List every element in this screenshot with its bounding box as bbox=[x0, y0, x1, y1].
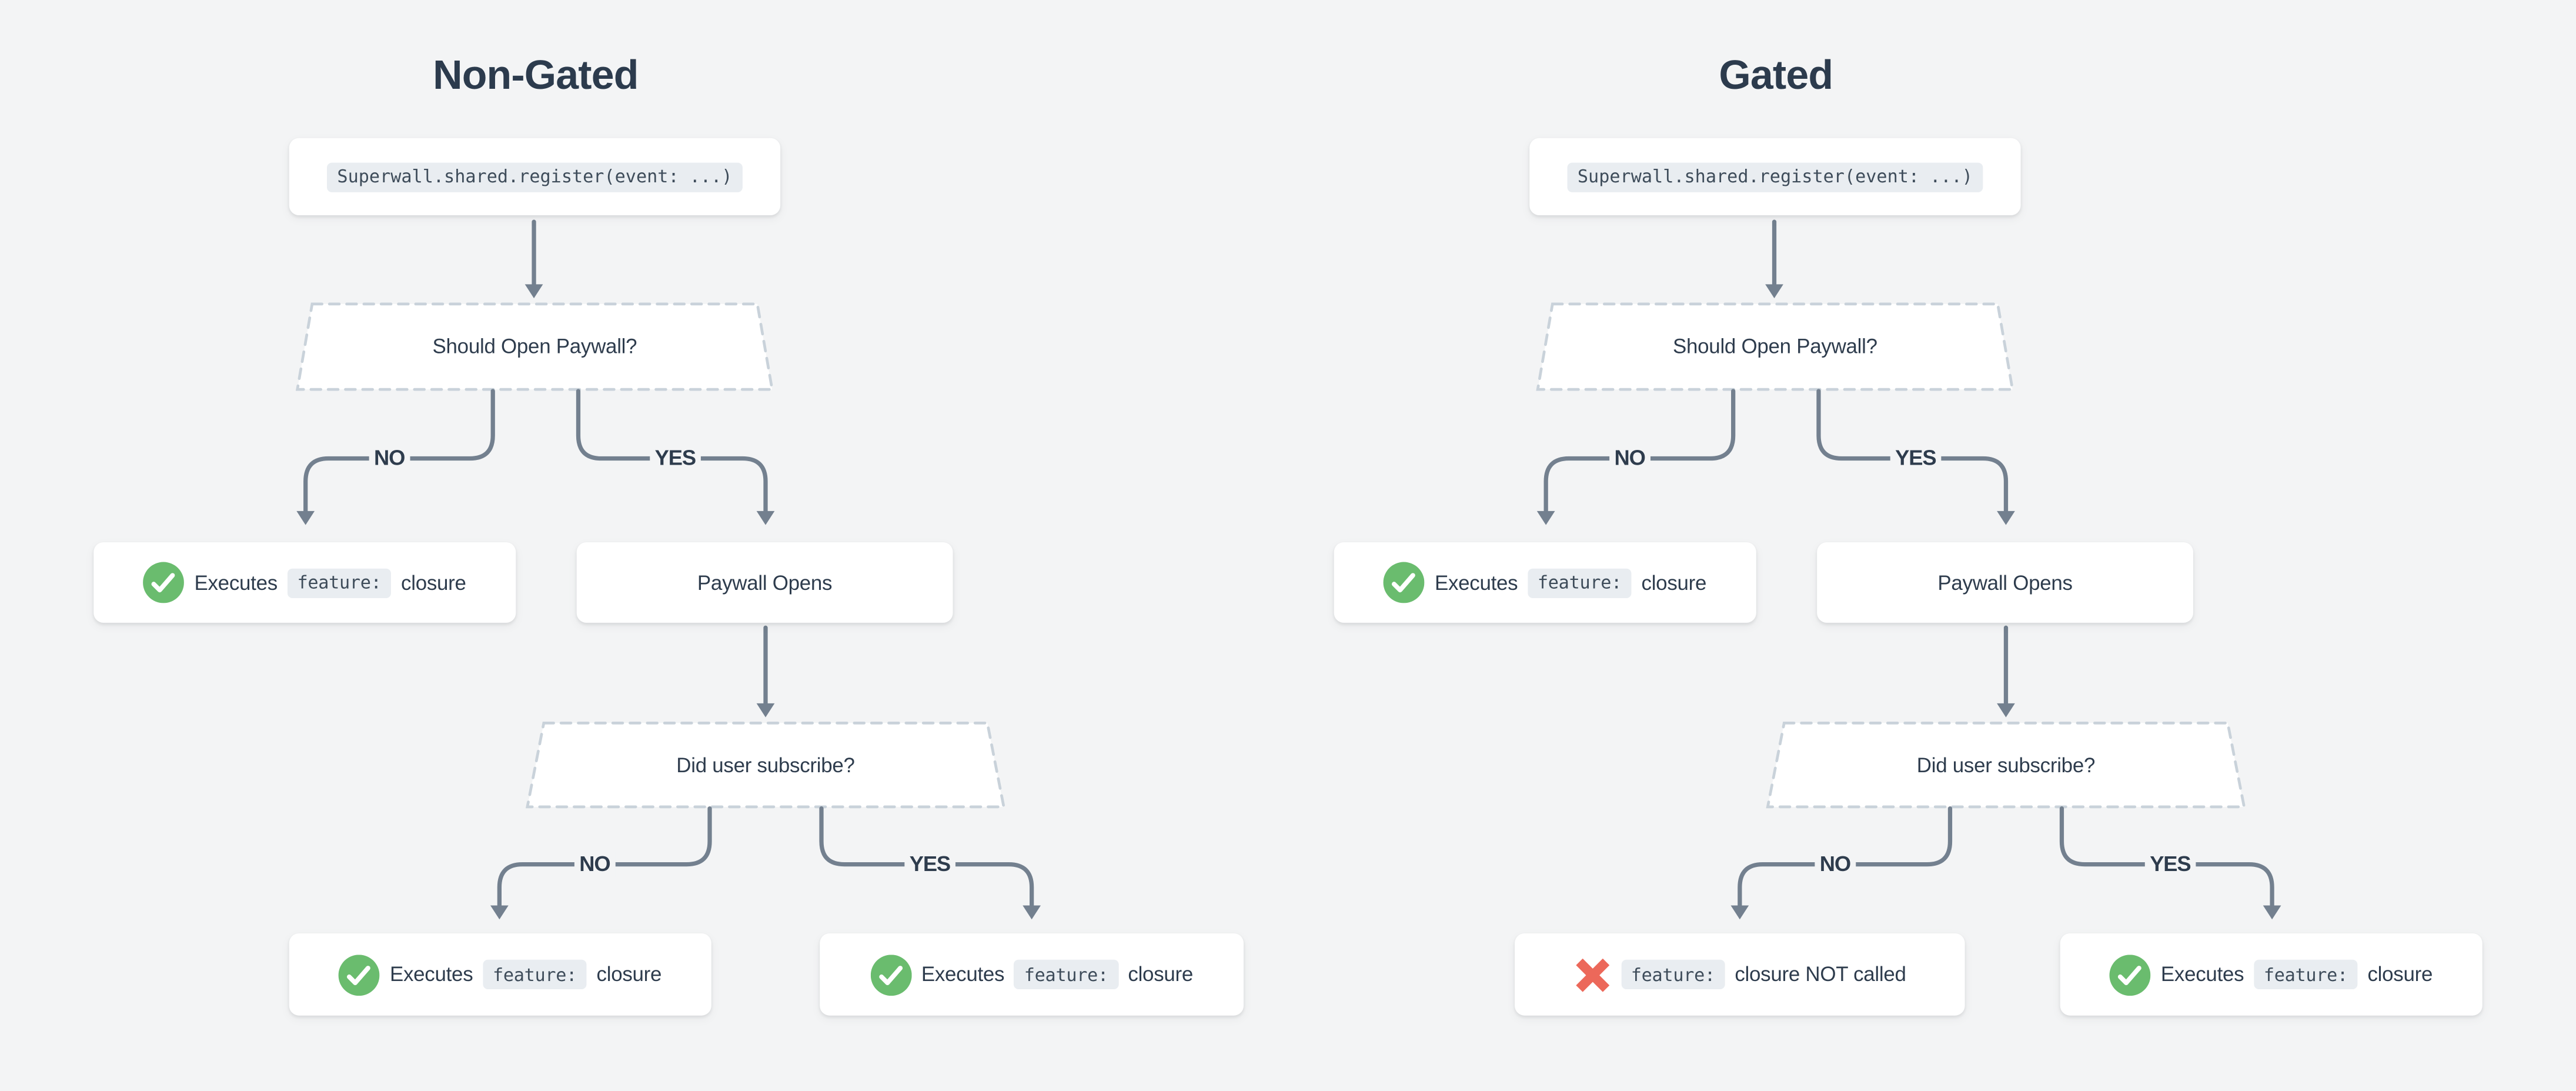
arrowhead-icon bbox=[1765, 284, 1783, 299]
decision1-label: Should Open Paywall? bbox=[1672, 335, 1877, 359]
connectors-non-gated bbox=[295, 219, 1041, 920]
outcome-text: closure bbox=[1641, 570, 1707, 595]
outcome-box-not-called: feature: closure NOT called bbox=[1515, 933, 1965, 1016]
outcome-text: closure bbox=[401, 570, 466, 595]
decision1-label: Should Open Paywall? bbox=[432, 335, 637, 359]
arrowhead-icon bbox=[756, 511, 775, 525]
feature-chip: feature: bbox=[287, 568, 392, 598]
connectors-gated bbox=[1536, 219, 2281, 920]
outcome-text: closure bbox=[2367, 963, 2433, 986]
arrowhead-icon bbox=[756, 703, 775, 718]
edge-label-no: NO bbox=[1609, 445, 1650, 472]
chart-title-non-gated: Non-Gated bbox=[433, 52, 639, 98]
outcome-text: Executes bbox=[389, 963, 473, 986]
decision2-trapezoid bbox=[1766, 721, 2246, 809]
outcome-box-executes: Executes feature: closure bbox=[93, 542, 516, 623]
edge-label-yes: YES bbox=[1890, 445, 1941, 472]
outcome-box-executes: Executes feature: closure bbox=[2060, 933, 2483, 1016]
check-circle-icon bbox=[1384, 562, 1425, 603]
arrowhead-icon bbox=[524, 284, 543, 299]
outcome-box-executes: Executes feature: closure bbox=[289, 933, 711, 1016]
edge-label-yes: YES bbox=[650, 445, 701, 472]
arrowhead-icon bbox=[1730, 905, 1749, 920]
cross-icon bbox=[1573, 956, 1611, 993]
outcome-text: Executes bbox=[1434, 570, 1518, 595]
register-code-box: Superwall.shared.register(event: ...) bbox=[1529, 138, 2021, 216]
register-code-box: Superwall.shared.register(event: ...) bbox=[289, 138, 781, 216]
check-circle-icon bbox=[2110, 953, 2151, 995]
edge-label-no: NO bbox=[1815, 851, 1856, 878]
outcome-box-executes: Executes feature: closure bbox=[820, 933, 1244, 1016]
arrowhead-icon bbox=[490, 905, 509, 920]
feature-chip: feature: bbox=[1528, 568, 1632, 598]
decision2-label: Did user subscribe? bbox=[676, 753, 855, 777]
paywall-opens-box: Paywall Opens bbox=[576, 542, 953, 623]
outcome-text: Executes bbox=[921, 963, 1005, 986]
feature-chip: feature: bbox=[483, 959, 587, 989]
decision2-trapezoid bbox=[525, 721, 1006, 809]
outcome-box-executes: Executes feature: closure bbox=[1334, 542, 1756, 623]
decision1-trapezoid bbox=[295, 302, 774, 391]
outcome-text: closure NOT called bbox=[1735, 963, 1906, 986]
outcome-text: Executes bbox=[194, 570, 278, 595]
check-circle-icon bbox=[143, 562, 185, 603]
edge-label-yes: YES bbox=[2144, 851, 2196, 878]
feature-chip: feature: bbox=[1014, 959, 1118, 989]
edge-label-yes: YES bbox=[904, 851, 955, 878]
arrowhead-icon bbox=[1023, 905, 1041, 920]
paywall-opens-label: Paywall Opens bbox=[697, 570, 833, 595]
paywall-opens-box: Paywall Opens bbox=[1817, 542, 2193, 623]
register-code-chip: Superwall.shared.register(event: ...) bbox=[327, 162, 743, 192]
register-code-chip: Superwall.shared.register(event: ...) bbox=[1568, 162, 1983, 192]
edge-label-no: NO bbox=[369, 445, 410, 472]
outcome-text: Executes bbox=[2160, 963, 2244, 986]
feature-chip: feature: bbox=[1621, 959, 1725, 989]
check-circle-icon bbox=[339, 953, 380, 995]
arrowhead-icon bbox=[1536, 511, 1555, 525]
feature-chip: feature: bbox=[2254, 959, 2358, 989]
chart-title-gated: Gated bbox=[1719, 52, 1833, 98]
outcome-text: closure bbox=[1128, 963, 1194, 986]
edge-label-no: NO bbox=[574, 851, 615, 878]
arrowhead-icon bbox=[1997, 511, 2015, 525]
check-circle-icon bbox=[870, 953, 912, 995]
paywall-opens-label: Paywall Opens bbox=[1937, 570, 2073, 595]
decision2-label: Did user subscribe? bbox=[1916, 753, 2096, 777]
outcome-text: closure bbox=[596, 963, 662, 986]
arrowhead-icon bbox=[2263, 905, 2281, 920]
decision1-trapezoid bbox=[1536, 302, 2014, 391]
arrowhead-icon bbox=[296, 511, 315, 525]
arrowhead-icon bbox=[1997, 703, 2015, 718]
